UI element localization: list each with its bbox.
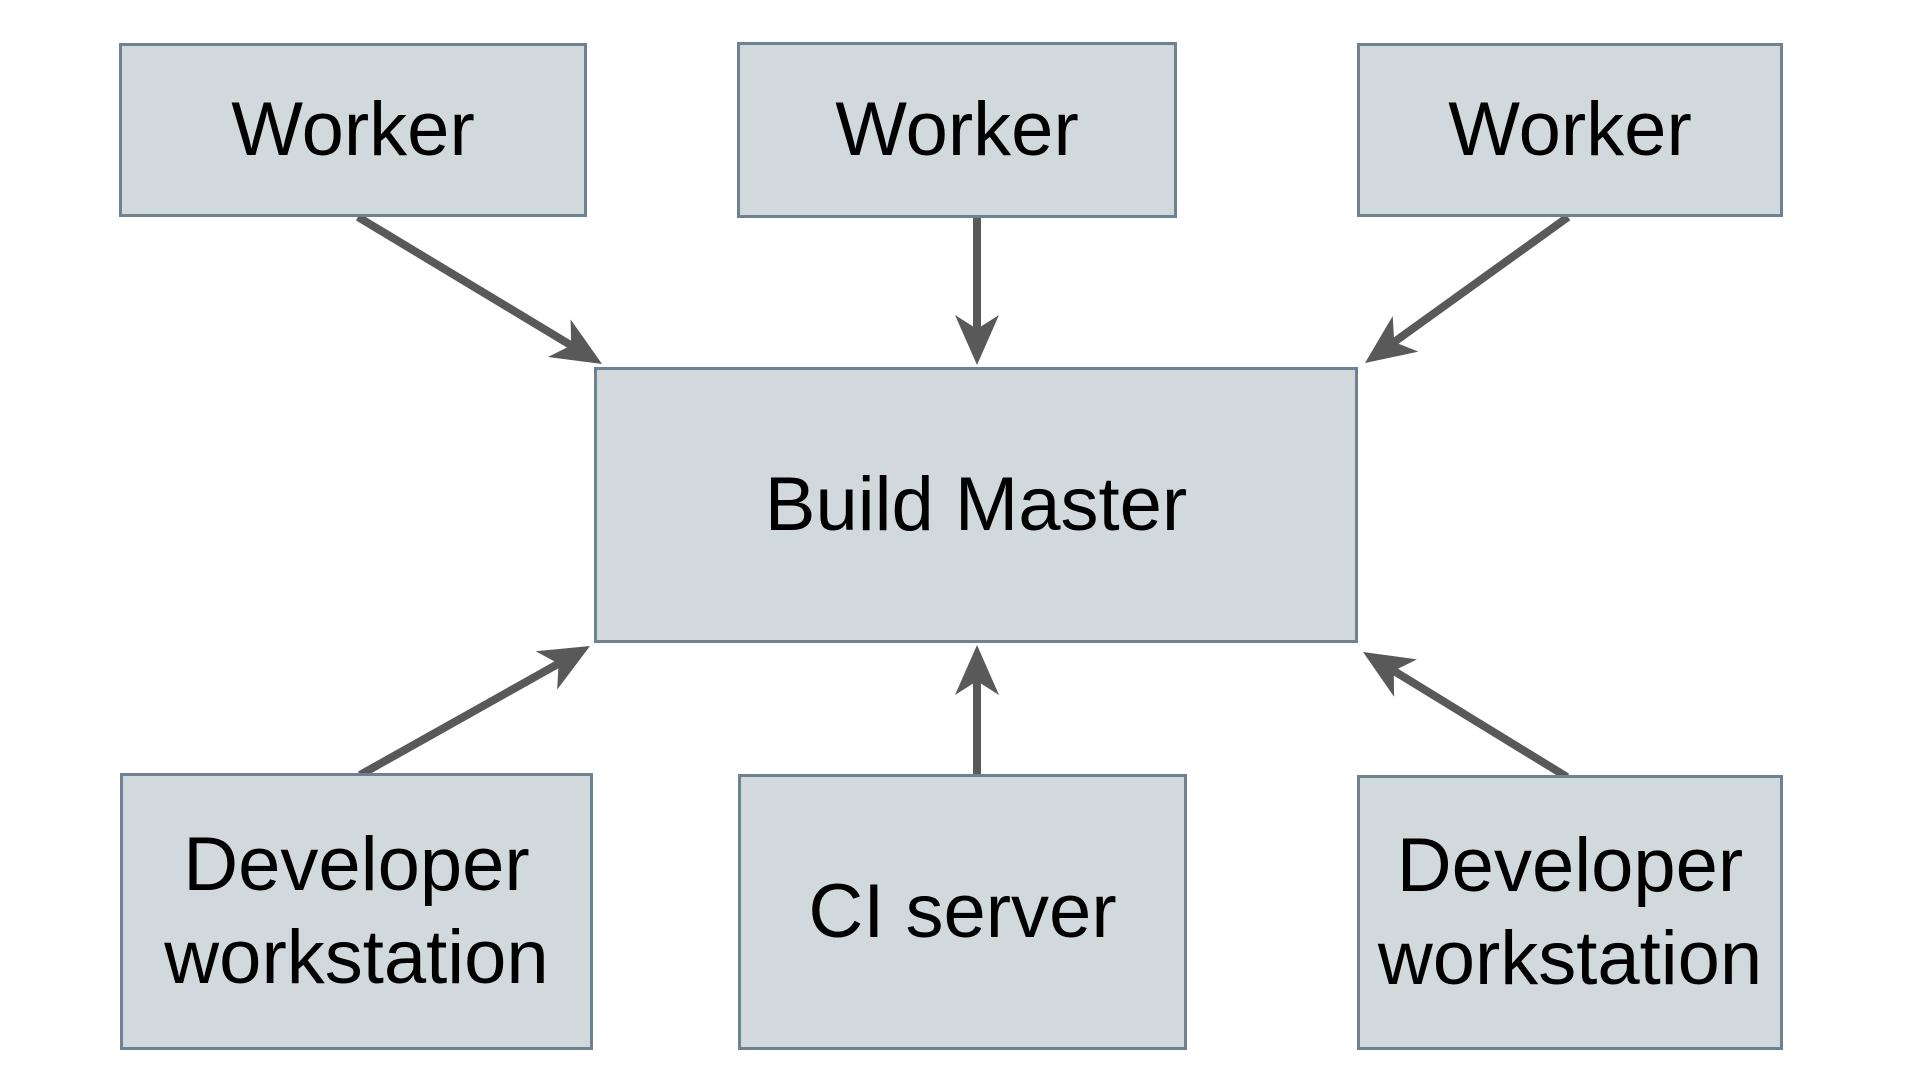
node-developer-workstation-2: Developer workstation: [1357, 775, 1783, 1050]
node-worker-1: Worker: [119, 43, 587, 217]
edge-developer-workstation-2-to-build-master: [1363, 651, 1570, 781]
node-build-master: Build Master: [594, 367, 1358, 643]
edge-worker-1-to-build-master: [355, 213, 603, 364]
node-developer-workstation-1: Developer workstation: [120, 773, 593, 1050]
edge-worker-3-to-build-master: [1364, 213, 1571, 364]
node-ci-server: CI server: [738, 774, 1187, 1050]
node-worker-2: Worker: [737, 42, 1177, 218]
node-worker-3: Worker: [1357, 43, 1783, 217]
node-worker-3-label: Worker: [1448, 86, 1692, 172]
node-developer-workstation-1-label: Developer workstation: [164, 821, 549, 1000]
edge-developer-workstation-1-to-build-master: [358, 645, 590, 779]
node-developer-workstation-2-label: Developer workstation: [1377, 822, 1763, 1001]
node-worker-2-label: Worker: [835, 86, 1079, 172]
node-worker-1-label: Worker: [231, 86, 475, 172]
node-ci-server-label: CI server: [808, 868, 1117, 954]
node-build-master-label: Build Master: [764, 461, 1188, 547]
